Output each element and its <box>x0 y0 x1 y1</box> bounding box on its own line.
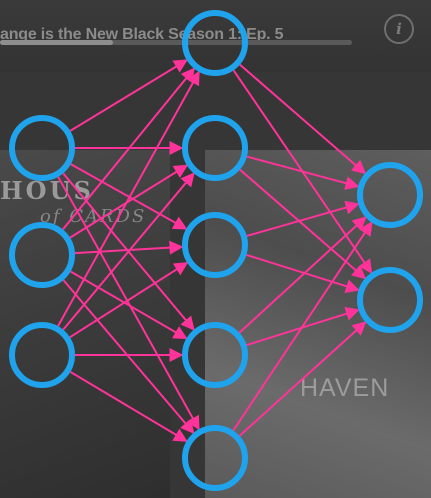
edge-l0-1-to-3 <box>71 272 187 339</box>
edge-l0-2-to-0 <box>58 72 199 326</box>
hidden-node-2 <box>185 118 245 178</box>
output-node-1 <box>360 165 420 225</box>
node-group <box>12 13 420 488</box>
edge-l0-0-to-0 <box>70 60 187 131</box>
hidden-node-3 <box>185 215 245 275</box>
input-node-1 <box>12 118 72 178</box>
edge-l1-3-to-0 <box>239 217 365 332</box>
hidden-node-4 <box>185 325 245 385</box>
hidden-node-1 <box>185 13 245 73</box>
edge-l0-0-to-2 <box>71 164 186 229</box>
edge-l1-1-to-0 <box>247 157 358 187</box>
input-node-2 <box>12 225 72 285</box>
edge-l1-0-to-0 <box>240 65 365 174</box>
edge-l0-0-to-4 <box>58 177 199 429</box>
edge-l1-2-to-1 <box>246 255 358 290</box>
edge-l1-2-to-0 <box>247 204 359 236</box>
hidden-node-5 <box>185 428 245 488</box>
output-node-2 <box>360 270 420 330</box>
edge-l0-2-to-4 <box>70 372 186 441</box>
input-node-3 <box>12 325 72 385</box>
edge-l1-4-to-0 <box>233 222 371 430</box>
edge-l1-4-to-1 <box>239 322 365 436</box>
